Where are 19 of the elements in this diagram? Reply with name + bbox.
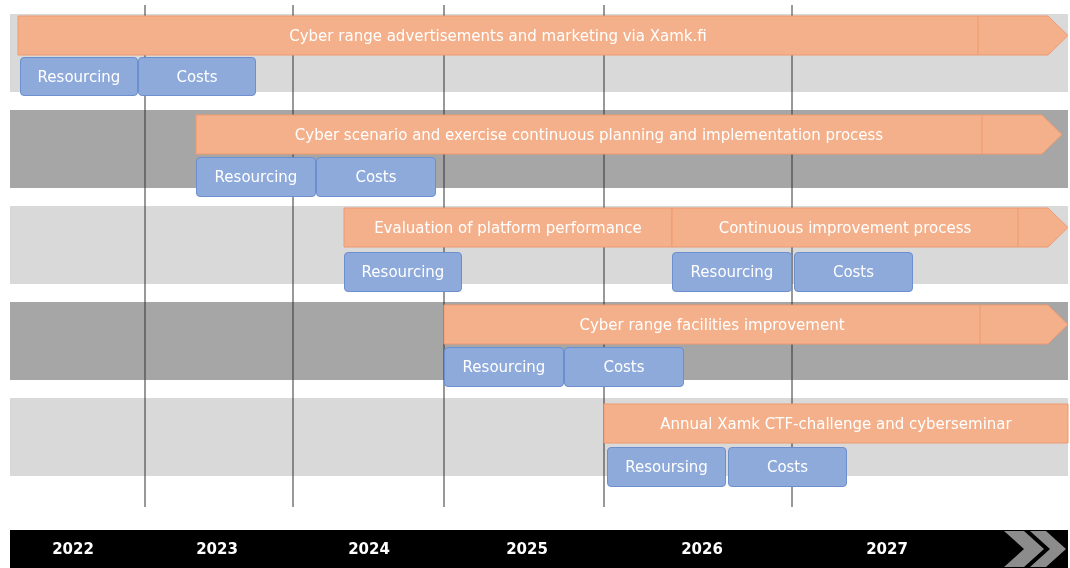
resource-box: Resourcing (344, 252, 462, 292)
year-label: 2023 (196, 540, 238, 558)
resource-box: Costs (138, 57, 256, 96)
year-label: 2024 (348, 540, 390, 558)
resource-box: Costs (794, 252, 913, 292)
resource-box: Resourcing (196, 157, 316, 197)
resource-box: Resourcing (672, 252, 792, 292)
year-label: 2026 (681, 540, 723, 558)
resource-box: Resourcing (444, 347, 564, 387)
resource-box: Costs (728, 447, 847, 487)
resource-box: Resourcing (20, 57, 138, 96)
resource-box: Costs (316, 157, 436, 197)
year-label: 2022 (52, 540, 94, 558)
resource-box: Costs (564, 347, 684, 387)
resource-box: Resoursing (607, 447, 726, 487)
year-label: 2027 (866, 540, 908, 558)
year-label: 2025 (506, 540, 548, 558)
activity-bar: Evaluation of platform performance (344, 208, 672, 247)
activity-bar: Annual Xamk CTF-challenge and cyberseminar (604, 404, 1068, 443)
